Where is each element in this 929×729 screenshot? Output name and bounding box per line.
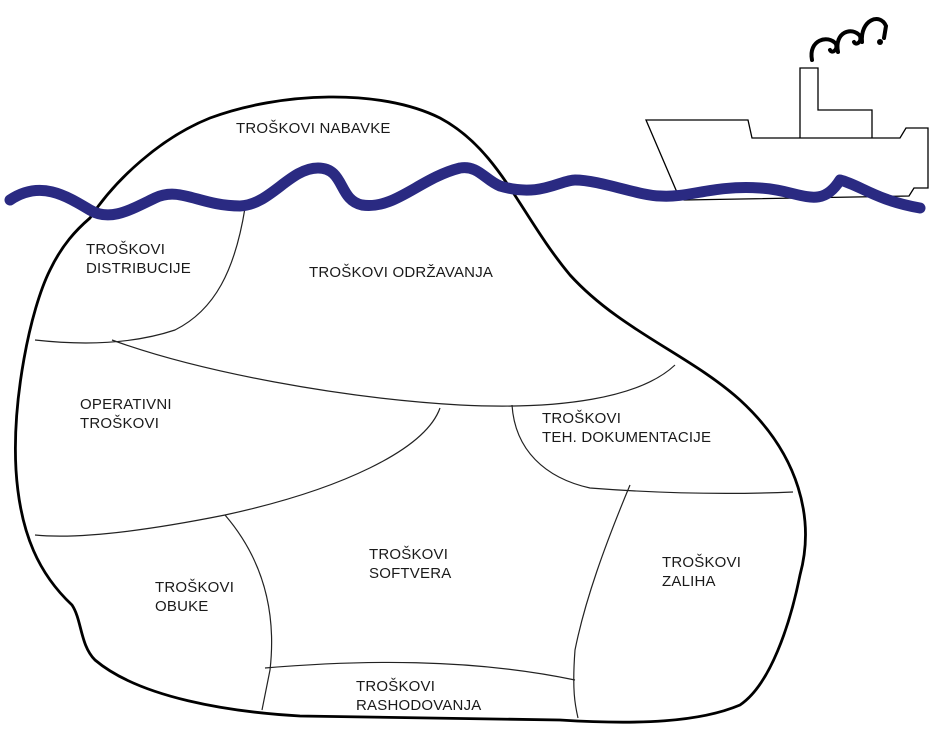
iceberg-outline — [14, 95, 807, 724]
water-wave-icon — [4, 162, 926, 221]
label-line: DISTRIBUCIJE — [86, 260, 191, 277]
label-troskovi-teh-dokumentacije: TROŠKOVI TEH. DOKUMENTACIJE — [542, 409, 711, 447]
label-line: TROŠKOVI — [662, 554, 742, 571]
label-line: TROŠKOVI ODRŽAVANJA — [309, 264, 494, 281]
region-dividers — [34, 207, 794, 719]
label-troskovi-zaliha: TROŠKOVI ZALIHA — [662, 553, 741, 591]
label-line: TEH. DOKUMENTACIJE — [542, 429, 712, 446]
label-line: TROŠKOVI NABAVKE — [236, 120, 391, 137]
label-line: RASHODOVANJA — [356, 697, 482, 714]
label-line: TROŠKOVI — [369, 546, 449, 563]
label-line: TROŠKOVI — [542, 410, 622, 427]
ship-icon — [645, 67, 929, 201]
label-troskovi-softvera: TROŠKOVI SOFTVERA — [369, 545, 451, 583]
label-troskovi-rashodovanja: TROŠKOVI RASHODOVANJA — [356, 677, 481, 715]
label-line: OBUKE — [155, 598, 209, 615]
label-line: TROŠKOVI — [155, 579, 235, 596]
label-line: TROŠKOVI — [80, 415, 160, 432]
smoke-icon — [809, 17, 889, 62]
label-troskovi-obuke: TROŠKOVI OBUKE — [155, 578, 234, 616]
label-line: TROŠKOVI — [356, 678, 436, 695]
label-operativni-troskovi: OPERATIVNI TROŠKOVI — [80, 395, 172, 433]
label-troskovi-odrzavanja: TROŠKOVI ODRŽAVANJA — [309, 263, 493, 282]
label-troskovi-nabavke: TROŠKOVI NABAVKE — [236, 119, 391, 138]
label-line: OPERATIVNI — [80, 396, 172, 413]
label-line: SOFTVERA — [369, 565, 452, 582]
label-line: TROŠKOVI — [86, 241, 166, 258]
label-line: ZALIHA — [662, 573, 716, 590]
label-troskovi-distribucije: TROŠKOVI DISTRIBUCIJE — [86, 240, 191, 278]
